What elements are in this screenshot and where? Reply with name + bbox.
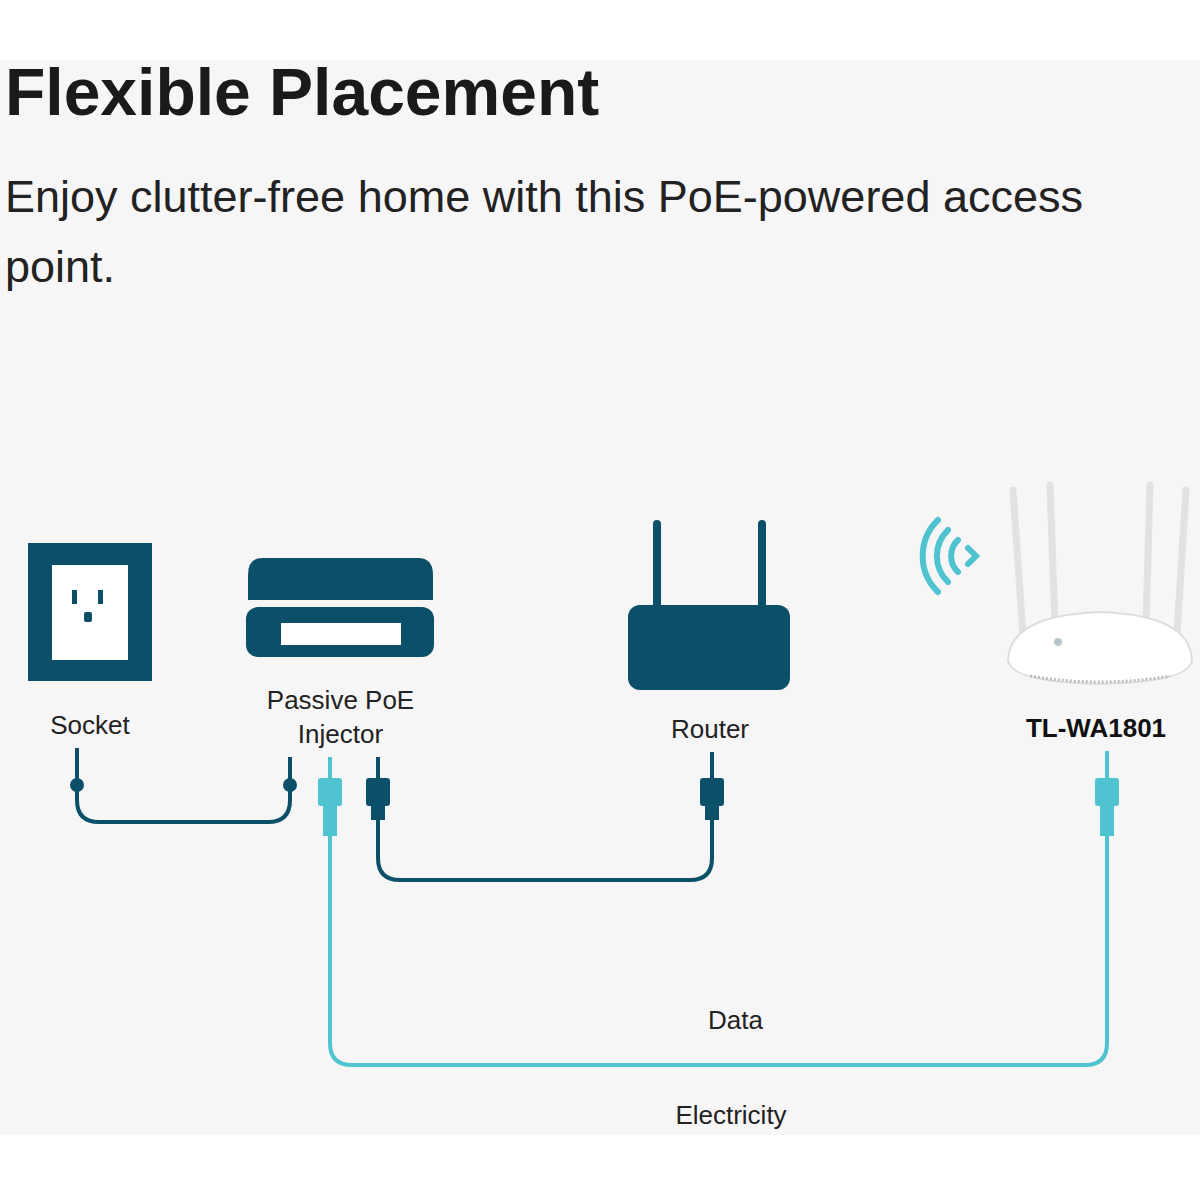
node-label: Router	[625, 712, 795, 746]
socket-node: Socket	[28, 540, 152, 748]
subtitle: Enjoy clutter-free home with this PoE-po…	[5, 162, 1105, 302]
title: Flexible Placement	[5, 52, 599, 132]
injector-node: Passive PoE Injector	[243, 555, 438, 757]
cable	[378, 752, 712, 880]
node-label: Passive PoE Injector	[243, 683, 438, 751]
cable	[77, 748, 290, 822]
injector-icon	[246, 558, 434, 657]
router-icon	[628, 520, 790, 690]
edge-label: Data	[708, 1003, 763, 1037]
access-point-node: TL-WA1801	[998, 485, 1194, 751]
socket-icon	[28, 543, 152, 681]
access-point-photo	[1008, 485, 1192, 684]
node-label: Socket	[28, 708, 152, 742]
node-label: TL-WA1801	[998, 711, 1194, 745]
cable-plugs	[70, 778, 1119, 836]
router-node: Router	[625, 520, 795, 752]
edge-side-label: Electricity	[631, 1098, 831, 1132]
cable	[330, 751, 1107, 1065]
wifi-waves	[923, 520, 976, 592]
